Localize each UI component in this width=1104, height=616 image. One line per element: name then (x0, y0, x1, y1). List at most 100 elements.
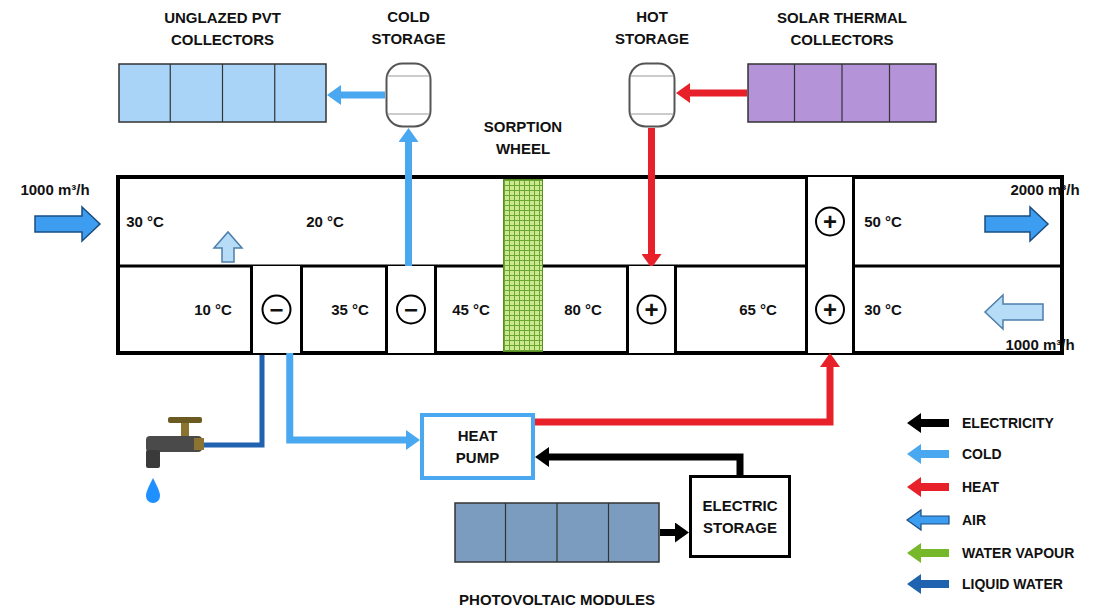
storage-tank: HOT STORAGE (628, 62, 676, 128)
cooling-coil: − (250, 266, 303, 353)
legend-text: COLD (962, 443, 1002, 465)
tap-spout (146, 450, 160, 468)
label-holder: 35 °C (285, 299, 415, 321)
node-label: UNGLAZED PVT COLLECTORS (138, 7, 308, 51)
legend-swatch (905, 411, 950, 435)
title-holder: UNGLAZED PVT COLLECTORS (138, 7, 308, 51)
tank-seam (387, 76, 430, 77)
title-holder: PHOTOVOLTAIC MODULES (417, 589, 697, 611)
legend-text: ELECTRICITY (962, 412, 1054, 434)
label-holder: 10 °C (148, 299, 278, 321)
mixing-air-arrow (214, 232, 242, 262)
flow-rate-label: 1000 m³/h (0, 179, 120, 201)
title-holder: HOT STORAGE (602, 6, 702, 50)
label-holder: 50 °C (818, 211, 948, 233)
legend-row: AIR (905, 508, 986, 532)
coil-sign: + (644, 298, 658, 322)
sorption-wheel: SORPTION WHEEL (503, 179, 543, 352)
pv-module: PHOTOVOLTAIC MODULES (454, 502, 660, 563)
panel-cell-divider (608, 503, 609, 562)
flow-rate-label: 2000 m³/h (980, 179, 1104, 201)
flow-connector (405, 142, 412, 266)
coil-sign: + (823, 298, 837, 322)
coil-sign: + (823, 210, 837, 234)
tap-body (146, 436, 202, 452)
heat-pump-box: HEAT PUMP (420, 413, 535, 480)
collector-panel (118, 63, 327, 123)
flow-rate-label: 1000 m³/h (975, 334, 1104, 356)
node-label: COLD STORAGE (359, 6, 459, 50)
coil-circle (397, 296, 425, 324)
tank-seam (630, 114, 674, 115)
label-holder: 2000 m³/h (980, 179, 1104, 201)
node-label: HOT STORAGE (602, 6, 702, 50)
tap-stem (181, 423, 189, 438)
temperature-label: 80 °C (518, 299, 648, 321)
label-holder: 1000 m³/h (0, 179, 120, 201)
coil-circle (816, 296, 844, 324)
label-holder: 30 °C (818, 299, 948, 321)
collector-panel (747, 63, 937, 123)
panel-cell-divider (841, 64, 842, 122)
label-holder: 65 °C (693, 299, 823, 321)
title-holder: SORPTION WHEEL (473, 116, 573, 160)
legend-arrow (907, 413, 949, 433)
flow-connector (290, 353, 406, 440)
text-holder: ELECTRIC STORAGE (698, 495, 783, 539)
legend-row: HEAT (905, 475, 999, 499)
tank-body (630, 64, 675, 127)
legend-row: COLD (905, 442, 1002, 466)
coil-circle (816, 208, 844, 236)
panel-frame (119, 64, 326, 122)
panel-cell-divider (222, 64, 223, 122)
inlet-air-arrow (35, 207, 100, 241)
panel-cell-divider (794, 64, 795, 122)
flow-connector (341, 92, 385, 99)
coil-sign: − (269, 298, 283, 322)
tap-nut (194, 438, 204, 450)
temperature-label: 45 °C (406, 299, 536, 321)
legend-arrow (907, 574, 949, 594)
legend-swatch (905, 475, 950, 499)
heating-coil: + (805, 177, 855, 266)
panel-cell-divider (274, 64, 275, 122)
node-label: ELECTRIC STORAGE (698, 495, 783, 539)
temperature-label: 65 °C (693, 299, 823, 321)
panel-cell-divider (170, 64, 171, 122)
legend-swatch (905, 572, 950, 596)
tank-body (387, 64, 431, 127)
housing-outline (118, 177, 1062, 353)
legend-row: WATER VAPOUR (905, 541, 1074, 565)
text-holder: HEAT PUMP (438, 425, 518, 469)
panel-frame (748, 64, 936, 122)
temperature-label: 35 °C (285, 299, 415, 321)
temperature-label: 10 °C (148, 299, 278, 321)
title-holder: COLD STORAGE (359, 6, 459, 50)
flow-connector (535, 367, 830, 422)
panel-cell-divider (889, 64, 890, 122)
node-label: SORPTION WHEEL (473, 116, 573, 160)
node-label: SOLAR THERMAL COLLECTORS (747, 7, 937, 51)
water-tap (146, 417, 204, 503)
panel-cell-divider (556, 503, 557, 562)
node-label: PHOTOVOLTAIC MODULES (417, 589, 697, 611)
tank-seam (387, 114, 430, 115)
temperature-label: 30 °C (818, 299, 948, 321)
legend-text: LIQUID WATER (962, 573, 1063, 595)
collector-panel (454, 502, 660, 563)
flow-connector (648, 128, 655, 254)
liquid-water-line (200, 355, 262, 445)
legend-swatch (905, 508, 950, 532)
supply-air-arrow (985, 207, 1048, 241)
unit-housing (118, 177, 1062, 353)
water-drop (146, 478, 160, 503)
temperature-label: 30 °C (80, 211, 210, 233)
tank-outline (628, 62, 676, 128)
legend-text: HEAT (962, 476, 999, 498)
return-air-arrow (985, 295, 1043, 329)
tap-handle (168, 417, 202, 423)
pvt-collector: UNGLAZED PVT COLLECTORS (118, 63, 327, 123)
temperature-label: 50 °C (818, 211, 948, 233)
tank-seam (630, 76, 674, 77)
